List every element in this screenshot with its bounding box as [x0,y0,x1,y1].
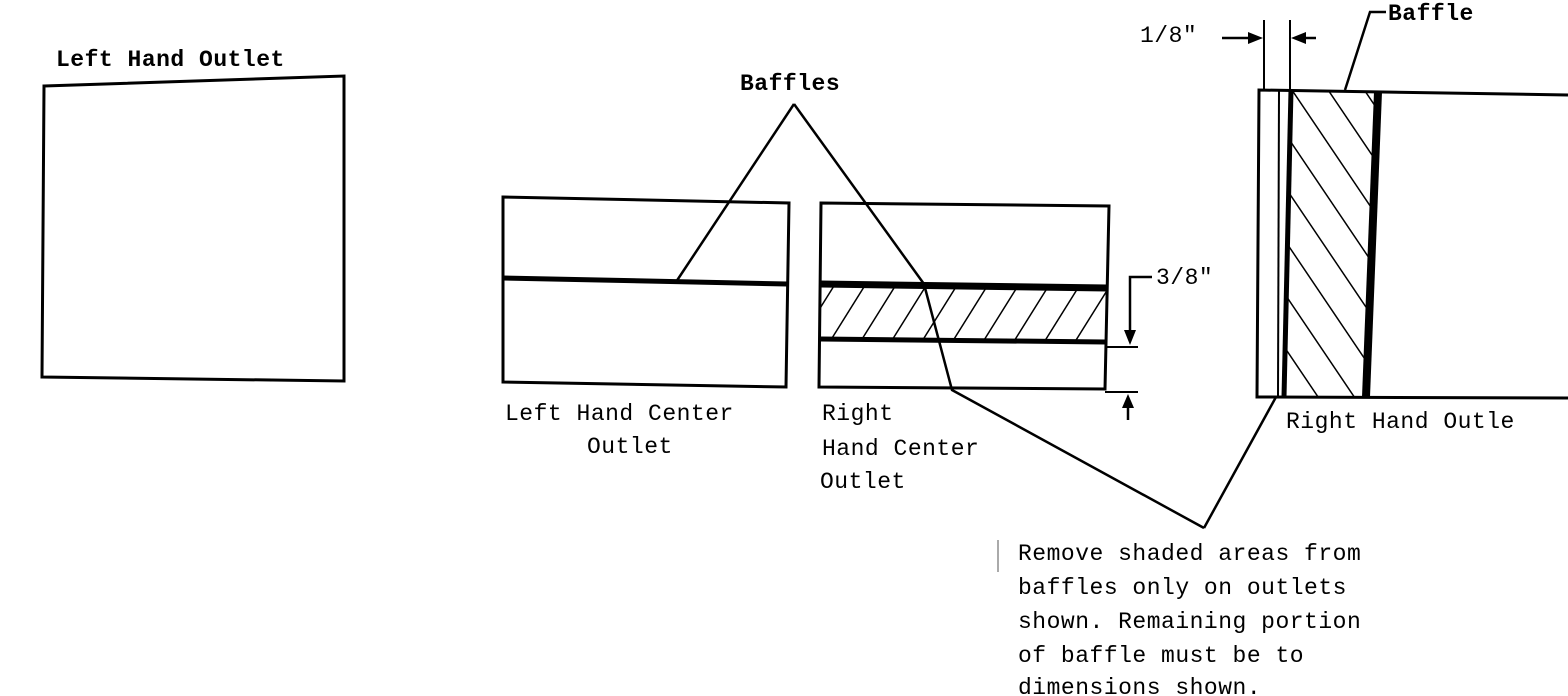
note-line-2: baffles only on outlets [1018,575,1347,601]
left-hand-center-baffle [502,275,788,287]
right-hand-center-label-3: Outlet [820,469,906,495]
right-hand-center-baffle-bottom [820,336,1106,345]
left-hand-outlet: Left Hand Outlet [40,47,346,383]
left-hand-center-label-1: Left Hand Center [505,401,734,427]
dimension-one-eighth-label: 1/8" [1140,23,1197,49]
right-hand-center-label-2: Hand Center [822,436,979,462]
note-leader-to-right [1202,396,1278,529]
one-eighth-arrow-left-icon [1291,32,1306,44]
baffles-leader-right [792,103,926,285]
note-line-1: Remove shaded areas from [1018,541,1361,567]
right-hand-center-outlet-box [817,201,1111,391]
three-eighths-dimension: 3/8" [1105,265,1213,420]
baffles-label: Baffles [740,71,840,97]
left-hand-outlet-label: Left Hand Outlet [56,47,285,73]
right-hand-outlet-outline [1255,88,1568,400]
left-hand-center-outlet-box [501,195,791,389]
baffles-leader-left [674,103,796,283]
one-eighth-dimension: 1/8" [1140,23,1316,49]
baffle-callout: Baffle [1343,1,1474,91]
left-hand-outlet-box [40,74,346,383]
right-hand-outlet-baffle-right [1362,91,1382,398]
dimension-three-eighths-label: 3/8" [1156,265,1213,291]
left-hand-center-label-2: Outlet [587,434,673,460]
note-line-5: dimensions shown. [1018,675,1261,696]
baffle-leader [1343,10,1386,91]
right-hand-center-baffle-top [820,280,1108,292]
baffle-label: Baffle [1388,1,1474,27]
right-hand-center-label-1: Right [822,401,894,427]
dimension-leader [1128,275,1152,338]
right-hand-outlet: Right Hand Outle [1255,20,1568,435]
instruction-note: Remove shaded areas from baffles only on… [997,540,1361,696]
dimension-arrow-up-icon [1122,394,1134,408]
note-line-4: of baffle must be to [1018,643,1304,669]
right-hand-center-shaded-area [821,284,1107,341]
right-hand-outlet-label: Right Hand Outle [1286,409,1515,435]
right-hand-outlet-baffle-left [1281,89,1294,398]
right-hand-outlet-shaded-area [1284,91,1378,396]
note-leader-to-center [922,283,1205,530]
right-hand-outlet-inner-wall [1277,89,1280,398]
note-line-3: shown. Remaining portion [1018,609,1361,635]
right-hand-center-outlet: Right Hand Center Outlet [817,201,1111,495]
left-hand-center-outlet: Left Hand Center Outlet [501,195,791,460]
baffles-callout: Baffles [674,71,926,285]
dimension-arrow-down-icon [1124,330,1136,345]
note-leaders [922,283,1278,530]
one-eighth-arrow-right-icon [1248,32,1263,44]
